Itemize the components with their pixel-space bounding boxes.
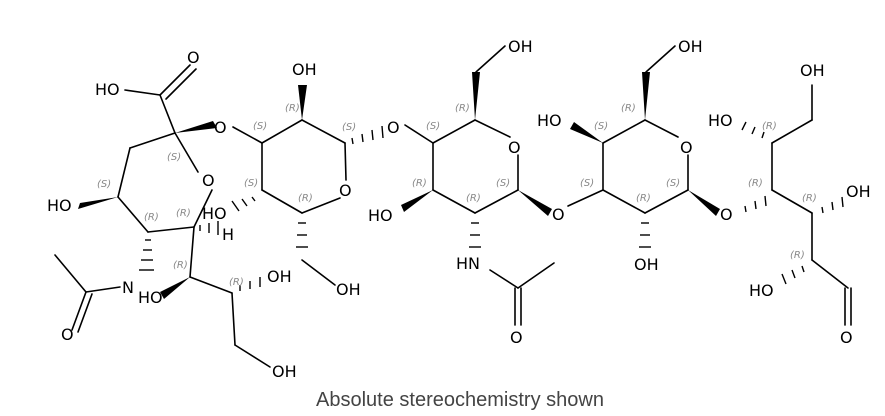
- stereo-r: (R): [621, 103, 636, 114]
- atom-o: O: [202, 171, 215, 190]
- galactose-unit-2: [567, 45, 720, 248]
- atom-o: O: [508, 138, 521, 157]
- stereo-r: (R): [802, 193, 817, 204]
- stereo-r: (R): [298, 193, 313, 204]
- stereo-s: (S): [426, 121, 440, 132]
- stereo-s: (S): [666, 178, 680, 189]
- atom-ho: HO: [47, 196, 72, 215]
- stereo-s: (S): [496, 178, 510, 189]
- stereo-r: (R): [173, 260, 188, 271]
- stereo-r: (R): [636, 193, 651, 204]
- atom-nh: HN: [456, 254, 480, 273]
- atom-ho: HO: [708, 111, 733, 130]
- atom-oh: OH: [508, 37, 533, 56]
- atom-oh: OH: [292, 60, 317, 79]
- galactose-unit: [231, 85, 384, 286]
- stereo-r: (R): [144, 212, 159, 223]
- stereo-r: (R): [762, 121, 777, 132]
- atom-oh: OH: [634, 255, 659, 274]
- atom-o: O: [187, 48, 200, 67]
- atom-ho: HO: [537, 111, 562, 130]
- stereo-r: (R): [176, 208, 191, 219]
- atom-o: O: [510, 328, 523, 347]
- stereo-r: (R): [748, 178, 763, 189]
- stereo-s: (S): [342, 122, 356, 133]
- atom-o: O: [552, 205, 565, 224]
- stereo-r: (R): [412, 178, 427, 189]
- caption: Absolute stereochemistry shown: [316, 389, 604, 411]
- atom-ho: HO: [368, 206, 393, 225]
- atom-o: O: [387, 118, 400, 137]
- atom-n: N: [122, 278, 134, 297]
- stereo-s: (S): [97, 179, 111, 190]
- stereo-s: (S): [580, 178, 594, 189]
- atom-o: O: [840, 328, 853, 347]
- atom-oh: OH: [846, 182, 871, 201]
- atom-o: O: [680, 138, 693, 157]
- atom-oh: OH: [336, 280, 361, 299]
- stereo-s: (S): [253, 121, 267, 132]
- atom-o: O: [61, 325, 74, 344]
- atom-o: O: [720, 205, 733, 224]
- stereo-r: (R): [229, 277, 244, 288]
- atom-o: O: [339, 181, 352, 200]
- atom-ho: HO: [138, 288, 163, 307]
- glcnac-unit: [401, 45, 555, 326]
- stereo-r: (R): [285, 103, 300, 114]
- atom-ho: HO: [749, 281, 774, 300]
- atom-oh: OH: [272, 362, 297, 381]
- stereo-labels: (S) (S) (R) (R) (R) (R) (S) (R) (S) (S) …: [97, 103, 817, 288]
- atom-oh: OH: [678, 37, 703, 56]
- atom-oh: OH: [800, 61, 825, 80]
- atom-h: H: [222, 225, 234, 244]
- atom-ho: HO: [95, 80, 120, 99]
- atom-o: O: [214, 118, 227, 137]
- sialic-acid-unit: [54, 64, 271, 368]
- atom-oh: OH: [267, 267, 292, 286]
- stereo-s: (S): [167, 152, 181, 163]
- atom-labels: HO O O O HO HO H N O HO OH OH OH O OH O …: [47, 37, 871, 381]
- stereo-s: (S): [244, 178, 258, 189]
- atom-ho: HO: [202, 204, 227, 223]
- stereo-s: (S): [594, 121, 608, 132]
- stereo-r: (R): [455, 103, 470, 114]
- stereo-r: (R): [466, 193, 481, 204]
- stereo-r: (R): [790, 250, 805, 261]
- open-chain-unit: [741, 84, 852, 326]
